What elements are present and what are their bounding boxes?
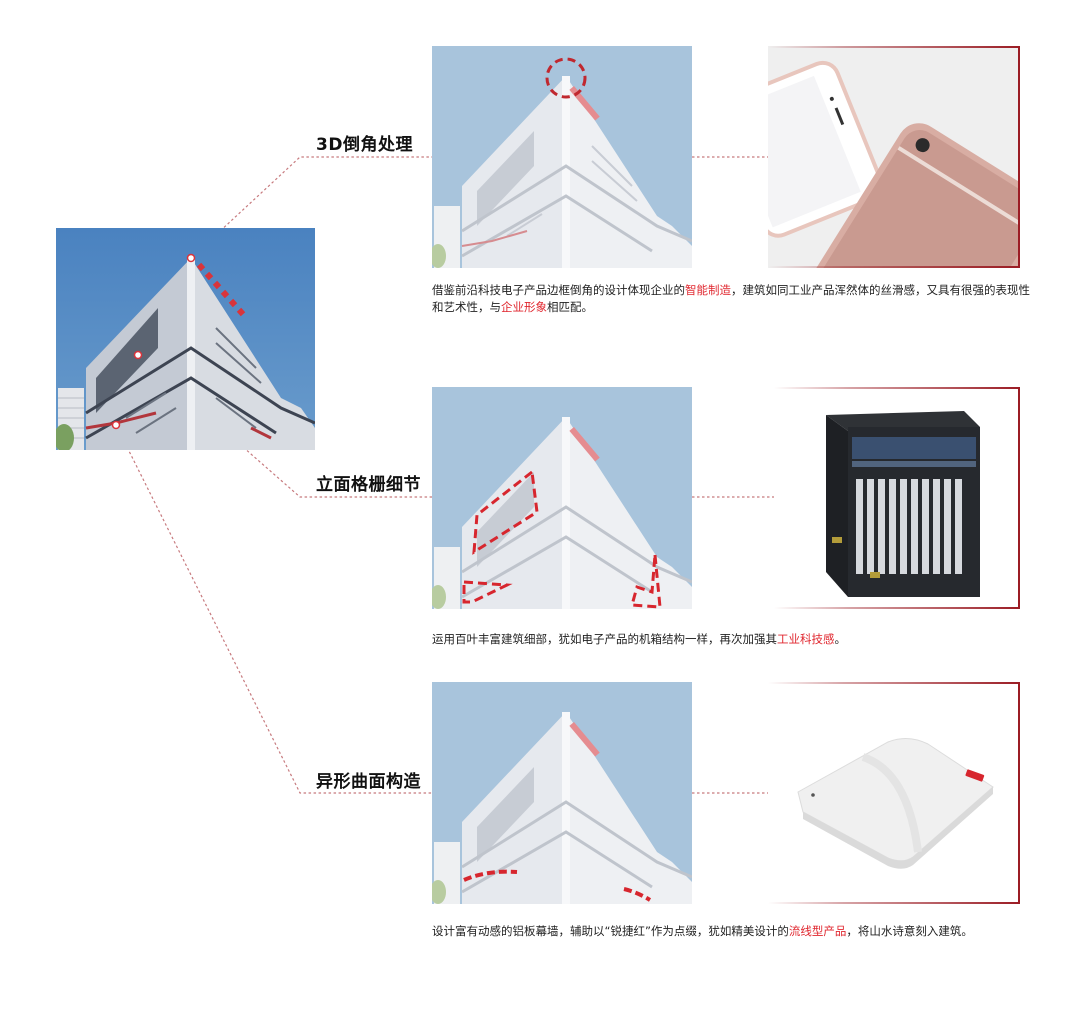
pale-building-illustration bbox=[432, 387, 692, 609]
highlight-industrial-tech: 工业科技感 bbox=[777, 632, 835, 646]
curve-detail-photo bbox=[432, 682, 692, 904]
highlight-smart-manufacturing: 智能制造 bbox=[685, 283, 731, 297]
section-desc-chamfer: 借鉴前沿科技电子产品边框倒角的设计体现企业的智能制造，建筑如同工业产品浑然体的丝… bbox=[432, 283, 1030, 314]
product-frame-switch bbox=[774, 387, 1020, 609]
highlight-corporate-image: 企业形象 bbox=[501, 300, 547, 314]
smartphone-icon bbox=[768, 46, 1020, 268]
frame-bottom-edge bbox=[768, 902, 1020, 904]
network-switch-icon bbox=[774, 387, 1020, 609]
frame-right-edge bbox=[1018, 682, 1020, 904]
frame-right-edge bbox=[1018, 46, 1020, 268]
main-building-photo bbox=[56, 228, 315, 450]
product-frame-phone bbox=[768, 46, 1020, 268]
pale-building-illustration bbox=[432, 682, 692, 904]
building-illustration bbox=[56, 228, 315, 450]
highlight-streamlined-product: 流线型产品 bbox=[788, 924, 847, 938]
section-heading-chamfer: 3D倒角处理 bbox=[316, 135, 413, 155]
pale-building-illustration bbox=[432, 46, 692, 268]
frame-top-edge bbox=[774, 387, 1020, 389]
section-heading-louver: 立面格栅细节 bbox=[316, 475, 421, 495]
wireless-access-point-icon bbox=[768, 682, 1020, 904]
frame-right-edge bbox=[1018, 387, 1020, 609]
curve-highlight-strokes bbox=[463, 869, 652, 902]
louver-highlight-outlines bbox=[462, 469, 662, 609]
frame-top-edge bbox=[768, 682, 1020, 684]
louver-detail-photo bbox=[432, 387, 692, 609]
frame-top-edge bbox=[768, 46, 1020, 48]
section-desc-louver: 运用百叶丰富建筑细部，犹如电子产品的机箱结构一样，再次加强其工业科技感。 bbox=[432, 632, 846, 646]
section-desc-curve: 设计富有动感的铝板幕墙，辅助以“锐捷红”作为点缀，犹如精美设计的流线型产品，将山… bbox=[432, 924, 973, 938]
frame-bottom-edge bbox=[774, 607, 1020, 609]
chamfer-highlight-circle bbox=[545, 57, 587, 99]
section-heading-curve: 异形曲面构造 bbox=[316, 772, 421, 792]
product-frame-access-point bbox=[768, 682, 1020, 904]
frame-bottom-edge bbox=[768, 266, 1020, 268]
chamfer-detail-photo bbox=[432, 46, 692, 268]
